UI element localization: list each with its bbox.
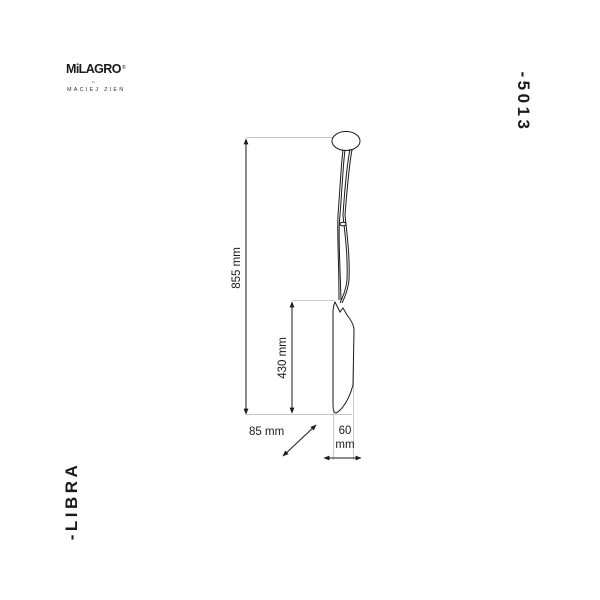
brand-name: MiLAGRO® <box>66 62 176 76</box>
shade-height-text: 430 mm <box>277 337 289 379</box>
ceiling-canopy <box>331 131 361 151</box>
shade-depth-label: 60 mm <box>331 424 359 452</box>
shade-depth-value: 60 <box>338 425 352 437</box>
shade-width-dimension-arrow <box>282 424 317 457</box>
total-height-text: 855 mm <box>231 247 243 289</box>
suspension-cord-1 <box>337 149 344 301</box>
designer-name: MACIEJ ZIEŃ <box>67 87 126 93</box>
brand-logo: MiLAGRO® by MACIEJ ZIEŃ <box>66 62 176 93</box>
lamp-shade <box>332 300 355 414</box>
lamp-illustration <box>331 131 361 414</box>
power-cord-2 <box>341 149 353 304</box>
brand-by: by <box>92 80 96 84</box>
suspension-cord-2 <box>338 149 346 301</box>
registered-mark: ® <box>121 65 126 71</box>
shade-width-label: 85 mm <box>249 426 285 438</box>
power-cord-1 <box>339 148 351 304</box>
cord-clip <box>339 221 347 227</box>
brand-name-text: MiLAGRO <box>66 62 121 76</box>
shade-depth-unit: mm <box>335 439 355 451</box>
